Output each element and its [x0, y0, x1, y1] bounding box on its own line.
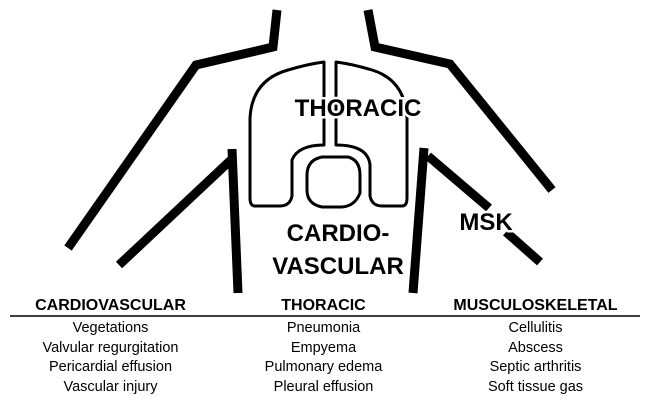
list-item: Pulmonary edema	[216, 358, 431, 378]
list-item: Vegetations	[3, 319, 218, 339]
body-outline	[68, 10, 552, 293]
list-item: Empyema	[216, 339, 431, 359]
thoracic-region-label: THORACIC	[295, 95, 422, 122]
right-torso-line	[413, 148, 424, 293]
cardio-region-label-line1: CARDIO-	[287, 220, 390, 247]
musculoskeletal-column-title: MUSCULOSKELETAL	[428, 297, 643, 315]
list-item: Septic arthritis	[428, 358, 643, 378]
list-item: Vascular injury	[3, 378, 218, 397]
list-item: Pericardial effusion	[3, 358, 218, 378]
list-item: Soft tissue gas	[428, 378, 643, 397]
thoracic-column-title: THORACIC	[216, 297, 431, 315]
list-item: Valvular regurgitation	[3, 339, 218, 359]
cardio-region-label-line2: VASCULAR	[272, 253, 404, 280]
heart-shape	[307, 157, 360, 207]
cardiovascular-condition-list: Vegetations Valvular regurgitation Peric…	[3, 319, 218, 397]
list-item: Pleural effusion	[216, 378, 431, 397]
right-arm-upper-line	[428, 156, 489, 208]
musculoskeletal-condition-list: Cellulitis Abscess Septic arthritis Soft…	[428, 319, 643, 397]
cardiovascular-column-title: CARDIOVASCULAR	[3, 297, 218, 315]
right-arm-lower-line	[506, 232, 540, 262]
list-item: Cellulitis	[428, 319, 643, 339]
list-item: Abscess	[428, 339, 643, 359]
thoracic-condition-list: Pneumonia Empyema Pulmonary edema Pleura…	[216, 319, 431, 397]
left-torso-line	[232, 149, 238, 293]
left-arm-line	[119, 158, 233, 265]
thoracic-organs	[250, 62, 407, 207]
msk-region-label: MSK	[459, 209, 513, 236]
list-item: Pneumonia	[216, 319, 431, 339]
